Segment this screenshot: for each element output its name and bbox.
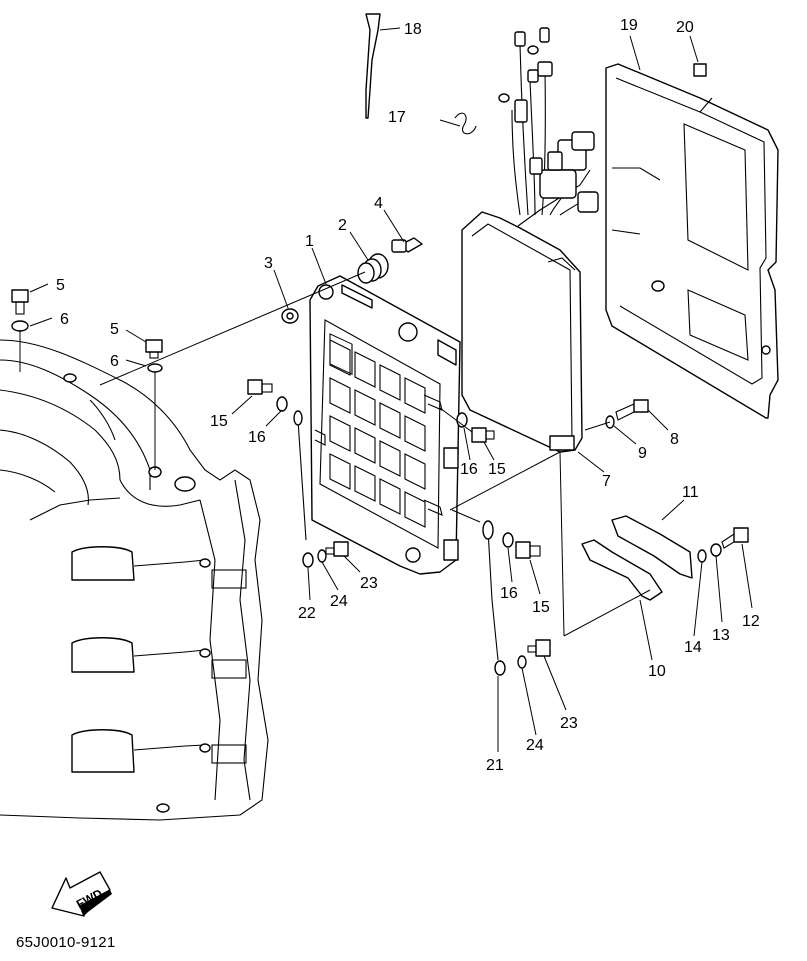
cover bbox=[605, 63, 779, 419]
callout-15b: 15 bbox=[488, 461, 506, 478]
callout-4: 4 bbox=[374, 195, 383, 212]
callout-14: 14 bbox=[684, 639, 702, 656]
callout-15c: 15 bbox=[532, 599, 550, 616]
callout-3: 3 bbox=[264, 255, 273, 272]
washer-14 bbox=[697, 549, 707, 563]
bolt-8 bbox=[615, 399, 649, 421]
callout-1: 1 bbox=[305, 233, 314, 250]
bolt-5a bbox=[11, 289, 29, 315]
callout-5b: 5 bbox=[110, 321, 119, 338]
bolt-23a bbox=[325, 541, 349, 557]
washer-6a bbox=[11, 320, 29, 332]
clip-17 bbox=[454, 112, 477, 135]
callout-17: 17 bbox=[388, 109, 406, 126]
assembly-lines bbox=[19, 27, 753, 752]
screw-4 bbox=[391, 237, 423, 253]
callout-24b: 24 bbox=[526, 737, 544, 754]
callout-13: 13 bbox=[712, 627, 730, 644]
washer-3 bbox=[281, 308, 299, 324]
callout-18: 18 bbox=[404, 21, 422, 38]
ground-lead-21 bbox=[482, 520, 506, 676]
bracket-10 bbox=[581, 539, 663, 601]
callout-23b: 23 bbox=[560, 715, 578, 732]
bolt-15c bbox=[515, 541, 541, 559]
callout-7: 7 bbox=[602, 473, 611, 490]
bolt-12 bbox=[721, 527, 749, 549]
washer-13 bbox=[710, 543, 722, 557]
callout-5a: 5 bbox=[56, 277, 65, 294]
callout-15a: 15 bbox=[210, 413, 228, 430]
callout-6a: 6 bbox=[60, 311, 69, 328]
bracket-plate bbox=[309, 275, 461, 575]
washer-16a bbox=[276, 396, 288, 412]
callout-11: 11 bbox=[682, 484, 699, 501]
callout-2: 2 bbox=[338, 217, 347, 234]
callout-19: 19 bbox=[620, 17, 638, 34]
callout-21: 21 bbox=[486, 757, 504, 774]
bolt-23b bbox=[527, 639, 551, 657]
callout-8: 8 bbox=[670, 431, 679, 448]
fwd-arrow-icon: FWD bbox=[51, 871, 112, 917]
wire-harness bbox=[498, 27, 599, 216]
callout-22: 22 bbox=[298, 605, 316, 622]
callout-9: 9 bbox=[638, 445, 647, 462]
cable-tie-18 bbox=[365, 13, 381, 119]
callout-10: 10 bbox=[648, 663, 666, 680]
bolt-15b bbox=[471, 427, 495, 443]
callout-16a: 16 bbox=[248, 429, 266, 446]
diagram-code: 65J0010-9121 bbox=[16, 934, 116, 951]
ground-lead-22 bbox=[293, 410, 314, 568]
bolt-5b bbox=[145, 339, 163, 359]
callout-16b: 16 bbox=[460, 461, 478, 478]
callout-16c: 16 bbox=[500, 585, 518, 602]
bracket-11 bbox=[611, 515, 693, 579]
callout-23a: 23 bbox=[360, 575, 378, 592]
cdi-unit bbox=[461, 169, 591, 453]
screw-20 bbox=[693, 63, 707, 77]
bolt-15a bbox=[247, 379, 273, 395]
washer-16c bbox=[502, 532, 514, 548]
washer-24a bbox=[317, 549, 327, 563]
engine-block bbox=[0, 339, 269, 821]
grommet bbox=[357, 253, 389, 284]
washer-6b bbox=[147, 363, 163, 373]
washer-16b bbox=[456, 412, 468, 428]
callout-labels: 1 2 3 4 5 5 6 6 7 8 9 10 11 12 13 14 15 … bbox=[56, 17, 760, 774]
washer-24b bbox=[517, 655, 527, 669]
callout-6b: 6 bbox=[110, 353, 119, 370]
callout-20: 20 bbox=[676, 19, 694, 36]
callout-12: 12 bbox=[742, 613, 760, 630]
callout-24a: 24 bbox=[330, 593, 348, 610]
